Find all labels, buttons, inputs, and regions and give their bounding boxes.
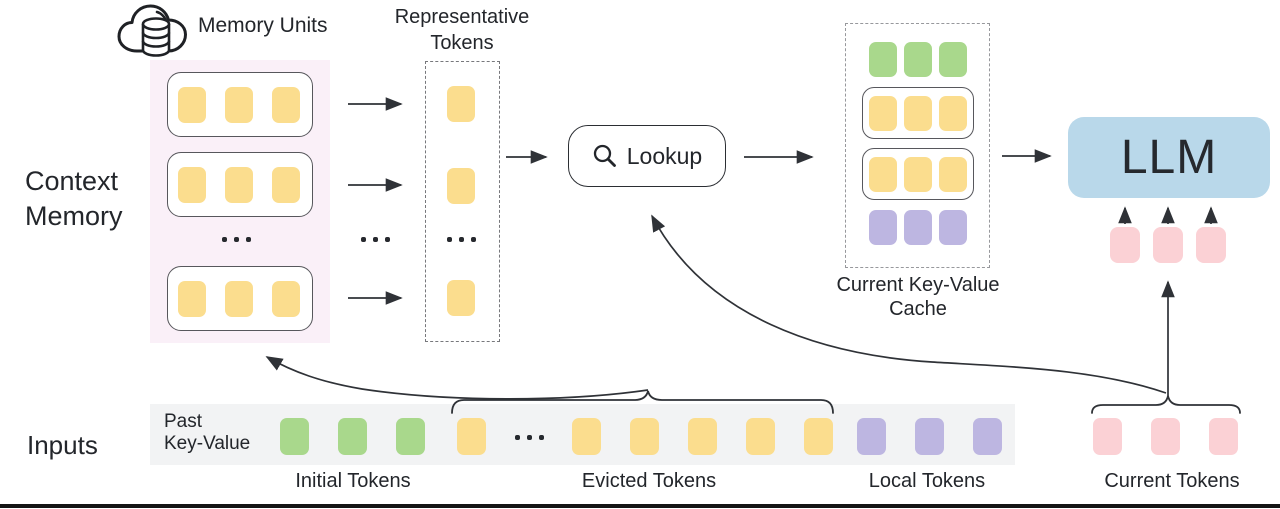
past-kv-line1: Past [164, 411, 203, 432]
yellow-token [178, 86, 206, 123]
purple-token [869, 210, 897, 245]
inputs-label: Inputs [27, 430, 98, 460]
pink-token [1151, 418, 1180, 455]
yellow-token [746, 418, 775, 455]
yellow-token [272, 86, 300, 123]
pink-token [1196, 227, 1226, 263]
llm-input-tokens [1110, 227, 1226, 263]
yellow-token [804, 418, 833, 455]
green-token [280, 418, 309, 455]
yellow-token [457, 418, 486, 455]
representative-ellipsis [441, 232, 481, 246]
representative-label-line1: Representative [394, 6, 530, 28]
local-tokens-group [857, 418, 1002, 455]
evicted-token-first [457, 418, 486, 455]
past-kv-label: Past Key-Value [164, 411, 250, 455]
yellow-token [447, 86, 475, 122]
representative-token-3 [447, 280, 475, 316]
yellow-token [939, 95, 967, 131]
green-token [338, 418, 367, 455]
yellow-token [225, 86, 253, 123]
purple-token [904, 210, 932, 245]
memory-ellipsis [216, 232, 256, 246]
lookup-label: Lookup [626, 142, 703, 169]
local-tokens-label: Local Tokens [868, 470, 986, 492]
cache-local-tokens [869, 210, 967, 245]
bottom-rule [0, 504, 1280, 508]
llm-box: LLM [1068, 117, 1270, 198]
purple-token [939, 210, 967, 245]
yellow-token [630, 418, 659, 455]
current-tokens-group [1093, 418, 1238, 455]
yellow-token [572, 418, 601, 455]
evicted-tokens-label: Evicted Tokens [581, 470, 717, 492]
initial-tokens-label: Initial Tokens [295, 470, 411, 492]
representative-token-1 [447, 86, 475, 122]
yellow-token [904, 156, 932, 192]
pink-token [1209, 418, 1238, 455]
pink-token [1110, 227, 1140, 263]
representative-token-2 [447, 168, 475, 204]
yellow-token [272, 280, 300, 317]
mid-ellipsis [355, 232, 395, 246]
green-token [939, 42, 967, 77]
cache-initial-tokens [869, 42, 967, 77]
past-kv-line2: Key-Value [164, 433, 251, 454]
strip-ellipsis [508, 430, 550, 444]
memory-units-label: Memory Units [198, 14, 328, 37]
green-token [904, 42, 932, 77]
pink-token [1093, 418, 1122, 455]
context-memory-label: Context Memory [25, 164, 123, 234]
current-kv-cache-label: Current Key-Value Cache [818, 273, 1018, 321]
yellow-token [869, 156, 897, 192]
evicted-tokens-group [572, 418, 833, 455]
memory-unit-row-1 [167, 72, 313, 137]
green-token [396, 418, 425, 455]
current-tokens-label: Current Tokens [1104, 470, 1240, 492]
cache-label-line1: Current Key-Value [836, 274, 1000, 296]
yellow-token [904, 95, 932, 131]
yellow-token [447, 280, 475, 316]
lookup-button: Lookup [568, 125, 726, 187]
cache-memory-unit-2 [862, 148, 974, 200]
yellow-token [225, 280, 253, 317]
cache-label-line2: Cache [889, 298, 947, 320]
purple-token [915, 418, 944, 455]
yellow-token [225, 166, 253, 203]
representative-label-line2: Tokens [430, 32, 494, 54]
memory-cloud-database-icon [117, 4, 187, 57]
yellow-token [939, 156, 967, 192]
purple-token [857, 418, 886, 455]
yellow-token [272, 166, 300, 203]
pink-token [1153, 227, 1183, 263]
context-memory-line2: Memory [25, 201, 123, 231]
memory-unit-row-3 [167, 266, 313, 331]
yellow-token [178, 280, 206, 317]
yellow-token [447, 168, 475, 204]
memory-unit-row-2 [167, 152, 313, 217]
representative-tokens-label: Representative Tokens [362, 4, 562, 56]
yellow-token [688, 418, 717, 455]
context-memory-line1: Context [25, 166, 119, 196]
purple-token [973, 418, 1002, 455]
representative-tokens-box [425, 61, 500, 342]
green-token [869, 42, 897, 77]
yellow-token [178, 166, 206, 203]
initial-tokens-group [280, 418, 425, 455]
cache-memory-unit-1 [862, 87, 974, 139]
search-icon [593, 144, 616, 167]
yellow-token [869, 95, 897, 131]
